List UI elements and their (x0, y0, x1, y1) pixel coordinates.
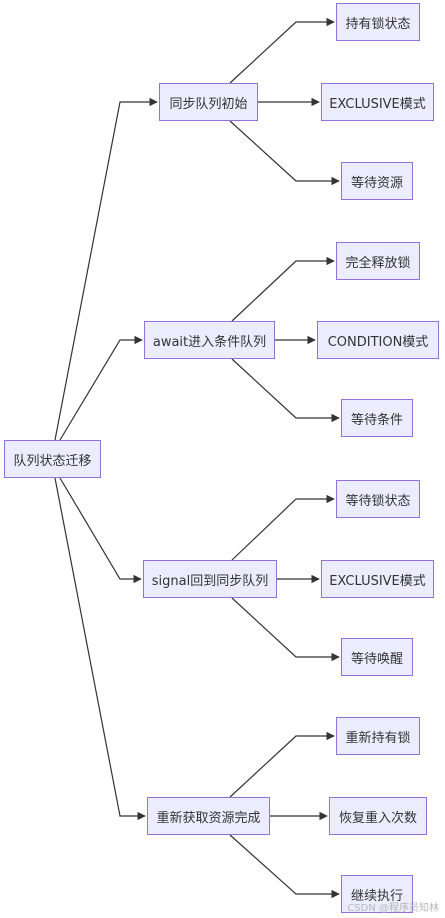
child-label: 完全释放锁 (345, 255, 411, 271)
branch-label: 同步队列初始 (169, 96, 248, 112)
child-label: 持有锁状态 (345, 16, 411, 32)
edge-root-to-sync-init (54, 97, 158, 441)
edge-root-to-reacquire (54, 477, 146, 821)
root-label: 队列状态迁移 (13, 453, 92, 469)
edge-signal-to-wait-wakeup (231, 597, 340, 662)
child-label: 等待锁状态 (345, 493, 411, 509)
child-label: 等待资源 (350, 175, 403, 191)
edge-reacquire-to-continue (229, 834, 340, 899)
edge-signal-to-wait-lock (231, 494, 335, 561)
edge-sync-init-to-wait-res (229, 120, 340, 186)
child-node-hold-lock: 持有锁状态 (336, 3, 420, 41)
edge-sync-init-to-hold-lock (229, 17, 335, 84)
edge-root-to-await (59, 335, 143, 441)
edge-reacquire-to-rehold (229, 731, 335, 798)
child-node-restore-reentry: 恢复重入次数 (329, 797, 427, 835)
branch-node-reacquire-done: 重新获取资源完成 (147, 797, 270, 835)
child-label: 等待条件 (350, 412, 403, 428)
child-node-exclusive-mode: EXCLUSIVE模式 (321, 83, 434, 121)
child-node-wait-resource: 等待资源 (341, 162, 413, 200)
child-label: CONDITION模式 (327, 334, 429, 350)
branch-label: 重新获取资源完成 (156, 810, 261, 826)
child-label: 继续执行 (350, 888, 403, 904)
child-label: 等待唤醒 (350, 651, 403, 667)
child-label: 重新持有锁 (345, 730, 411, 746)
child-node-exclusive-mode-2: EXCLUSIVE模式 (321, 560, 434, 598)
child-node-wait-condition: 等待条件 (341, 399, 413, 437)
child-label: EXCLUSIVE模式 (329, 96, 426, 112)
child-node-release-lock: 完全释放锁 (336, 242, 420, 280)
branch-node-signal-back: signal回到同步队列 (143, 560, 277, 598)
root-node: 队列状态迁移 (4, 440, 101, 478)
edge-await-to-wait-cond (231, 358, 340, 423)
branch-label: signal回到同步队列 (151, 573, 269, 589)
watermark: CSDN @程序员知林 (347, 903, 439, 914)
branch-node-await-condition: await进入条件队列 (144, 321, 275, 359)
child-label: 恢复重入次数 (338, 810, 417, 826)
child-node-rehold-lock: 重新持有锁 (336, 717, 420, 755)
edge-await-to-release-lock (231, 256, 335, 322)
child-node-continue-exec: 继续执行 (341, 875, 413, 913)
branch-label: await进入条件队列 (152, 334, 267, 350)
child-node-condition-mode: CONDITION模式 (317, 321, 439, 359)
child-node-wait-wakeup: 等待唤醒 (341, 638, 413, 676)
child-node-wait-lock-state: 等待锁状态 (336, 480, 420, 518)
edge-root-to-signal (59, 477, 142, 584)
branch-node-sync-init: 同步队列初始 (159, 83, 258, 121)
child-label: EXCLUSIVE模式 (329, 573, 426, 589)
